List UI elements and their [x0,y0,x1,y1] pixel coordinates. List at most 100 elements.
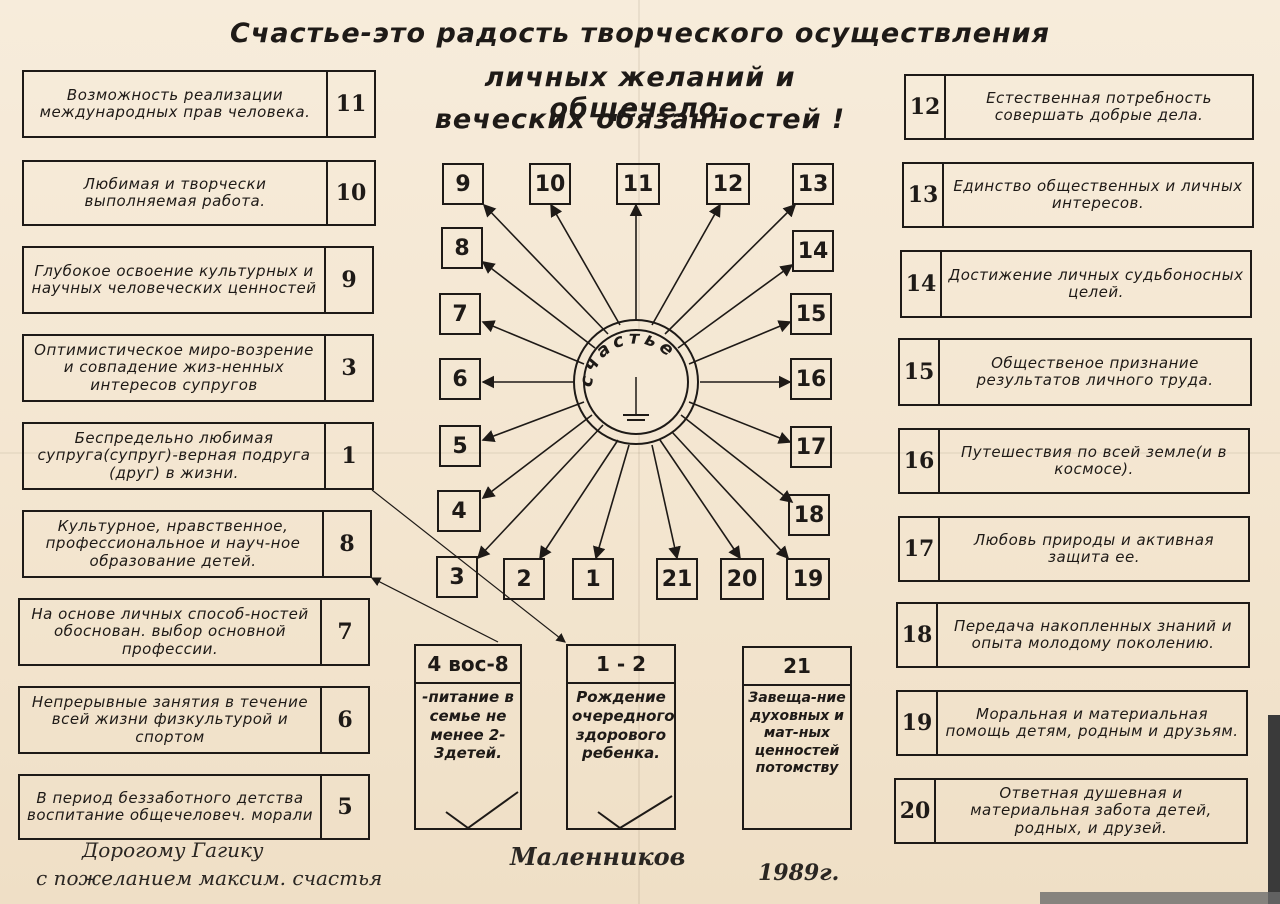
left-card-10: Любимая и творчески выполняемая работа. … [22,160,376,226]
left-card-text: В период беззаботного детства воспитание… [27,788,313,824]
wheel-box-20: 20 [720,558,764,600]
left-card-number: 11 [326,72,374,136]
left-card-text: Беспредельно любимая супруга(супруг)-вер… [37,429,311,482]
left-card-8: Культурное, нравственное, профессиональн… [22,510,372,578]
right-card-number: 12 [906,76,946,138]
right-card-text: Достижение личных судьбоносных целей. [948,265,1244,301]
right-card-number: 15 [900,340,940,404]
svg-text:счастье: счастье [576,328,681,389]
right-card-18: 18 Передача накопленных знаний и опыта м… [896,602,1250,668]
right-card-number: 19 [898,692,938,754]
left-card-9: Глубокое освоение культурных и научных ч… [22,246,374,314]
right-card-text: Единство общественных и личных интересов… [953,176,1243,212]
left-card-number: 7 [320,600,368,664]
wheel-box-13: 13 [792,163,834,205]
title-line-2: личных желаний и общечело- [484,62,796,124]
left-card-number: 6 [320,688,368,752]
right-card-number: 14 [902,252,942,316]
bottom-box-body: Завеща-ние духовных и мат-ных ценностей … [748,690,846,776]
dedication-line-1: Дорогому Гагику [82,838,264,862]
right-card-text: Ответная душевная и материальная забота … [970,784,1212,837]
wheel-box-11: 11 [616,163,660,205]
year: 1989г. [758,860,840,886]
left-card-3: Оптимистическое миро-возрение и совпаден… [22,334,374,402]
left-card-text: Оптимистическое миро-возрение и совпаден… [34,341,314,394]
scan-edge-bottom [1040,892,1280,904]
bottom-box-4-8: 4 вос-8 -питание в семье не менее 2-3дет… [414,644,522,830]
right-card-text: Моральная и материальная помощь детям, р… [945,704,1239,740]
left-card-text: Культурное, нравственное, профессиональн… [45,517,301,570]
bottom-box-head: 21 [744,648,850,686]
right-card-number: 16 [900,430,940,492]
fold-line-vertical [638,0,640,904]
right-card-number: 20 [896,780,936,842]
hub-emblem: счастье [576,328,681,421]
left-card-number: 1 [324,424,372,488]
left-card-text: Любимая и творчески выполняемая работа. [83,174,267,210]
wheel-box-7: 7 [439,293,481,335]
left-card-number: 9 [324,248,372,312]
bottom-box-21: 21 Завеща-ние духовных и мат-ных ценност… [742,646,852,830]
right-card-text: Любовь природы и активная защита ее. [973,530,1215,566]
wheel-box-5: 5 [439,425,481,467]
left-card-number: 8 [322,512,370,576]
left-card-7: На основе личных способ-ностей обоснован… [18,598,370,666]
bottom-box-1-2: 1 - 2 Рождение очередного здорового ребе… [566,644,676,830]
wheel-box-10: 10 [529,163,571,205]
right-card-15: 15 Общественое признание результатов лич… [898,338,1252,406]
right-card-number: 13 [904,164,944,226]
wheel-box-17: 17 [790,426,832,468]
right-card-text: Путешествия по всей земле(и в космосе). [960,442,1228,478]
left-card-11: Возможность реализации международных пра… [22,70,376,138]
left-card-1: Беспредельно любимая супруга(супруг)-вер… [22,422,374,490]
wheel-box-8: 8 [441,227,483,269]
left-card-text: На основе личных способ-ностей обоснован… [31,605,309,658]
left-card-6: Непрерывные занятия в течение всей жизни… [18,686,370,754]
left-card-text: Непрерывные занятия в течение всей жизни… [31,693,309,746]
wheel-box-18: 18 [788,494,830,536]
right-card-number: 17 [900,518,940,580]
bottom-box-head: 1 - 2 [568,646,674,684]
right-card-text: Естественная потребность совершать добры… [986,88,1212,124]
right-card-14: 14 Достижение личных судьбоносных целей. [900,250,1252,318]
right-card-17: 17 Любовь природы и активная защита ее. [898,516,1250,582]
wheel-box-21: 21 [656,558,698,600]
wheel-box-15: 15 [790,293,832,335]
right-card-20: 20 Ответная душевная и материальная забо… [894,778,1248,844]
left-card-number: 5 [320,776,368,838]
right-card-number: 18 [898,604,938,666]
bottom-box-head: 4 вос-8 [416,646,520,684]
left-card-text: Глубокое освоение культурных и научных ч… [31,261,317,297]
right-card-16: 16 Путешествия по всей земле(и в космосе… [898,428,1250,494]
title-line-3: веческих обязанностей ! [434,104,846,135]
left-card-number: 3 [324,336,372,400]
wheel-box-4: 4 [437,490,481,532]
left-card-number: 10 [326,162,374,224]
fold-line-horizontal [0,452,1280,454]
wheel-box-19: 19 [786,558,830,600]
right-card-13: 13 Единство общественных и личных интере… [902,162,1254,228]
right-card-12: 12 Естественная потребность совершать до… [904,74,1254,140]
wheel-box-9: 9 [442,163,484,205]
wheel-box-3: 3 [436,556,478,598]
bottom-box-body: -питание в семье не менее 2-3детей. [422,688,514,763]
right-card-text: Передача накопленных знаний и опыта моло… [954,616,1232,652]
right-card-19: 19 Моральная и материальная помощь детям… [896,690,1248,756]
signature: Маленников [510,842,686,871]
right-card-text: Общественое признание результатов личног… [976,353,1214,389]
bottom-box-body: Рождение очередного здорового ребенка. [572,688,675,763]
wheel-box-6: 6 [439,358,481,400]
hub-outer-ring [573,319,699,445]
left-card-5: В период беззаботного детства воспитание… [18,774,370,840]
wheel-box-2: 2 [503,558,545,600]
wheel-box-14: 14 [792,230,834,272]
scan-edge-strip [1268,715,1280,904]
dedication-line-2: с пожеланием максим. счастья [36,866,383,890]
wheel-box-12: 12 [706,163,750,205]
wheel-box-16: 16 [790,358,832,400]
left-card-text: Возможность реализации международных пра… [39,85,311,121]
wheel-box-1: 1 [572,558,614,600]
hub-label: счастье [576,328,677,389]
title-line-1: Счастье-это радость творческого осуществ… [230,18,1050,49]
